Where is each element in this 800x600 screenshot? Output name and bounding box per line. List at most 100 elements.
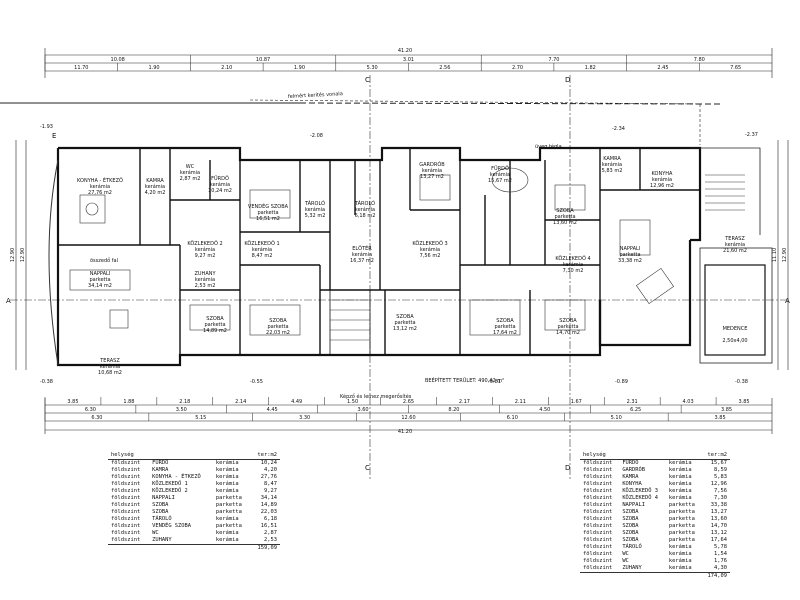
table-cell: földszint — [583, 537, 613, 543]
level-mark: -2.08 — [310, 133, 323, 139]
room-material: kerámia — [195, 246, 215, 253]
table-cell: parketta — [215, 502, 242, 508]
table-cell: parketta — [668, 509, 695, 515]
table-cell: földszint — [583, 544, 613, 550]
dimension-label: 3.01 — [403, 57, 414, 63]
overall-dim-bottom: 41.20 — [398, 429, 412, 435]
svg-text:C: C — [365, 464, 370, 472]
dimension-label: 4.50 — [539, 407, 550, 413]
dimension-label: 11.70 — [74, 65, 88, 71]
table-header: helység ter:m2 — [108, 452, 280, 460]
side-dim-right2: 12.90 — [782, 248, 788, 262]
table-total-row: 159,09 — [108, 544, 280, 552]
side-dimension-lines — [15, 140, 789, 370]
table-cell: földszint — [111, 467, 141, 473]
room-area: 33,38 m2 — [618, 258, 642, 264]
room-name: SZOBA — [396, 314, 414, 320]
room-name: SZOBA — [556, 208, 574, 214]
table-cell: földszint — [111, 474, 141, 480]
level-mark: -0.55 — [250, 379, 263, 385]
table-cell: kerámia — [215, 481, 239, 487]
table-cell: kerámia — [215, 474, 239, 480]
room-material: kerámia — [252, 246, 272, 253]
room-name: TÁROLÓ — [304, 200, 325, 207]
dimension-label: 2.45 — [657, 65, 668, 71]
terrace-right — [699, 247, 773, 364]
table-cell: földszint — [583, 467, 613, 473]
table-cell: 1,76 — [714, 558, 727, 564]
table-cell: parketta — [668, 516, 695, 522]
table-cell: SZOBA — [152, 502, 169, 508]
level-mark: -0.89 — [615, 379, 628, 385]
table-cell: földszint — [111, 502, 141, 508]
table-cell: parketta — [668, 523, 695, 529]
table-cell: GARDRÓB — [622, 467, 646, 473]
dimension-label: 1.88 — [123, 399, 134, 405]
table-cell: 7,56 — [714, 488, 727, 494]
table-total: 174,09 — [701, 572, 730, 580]
table-cell: kerámia — [215, 530, 239, 536]
table-total-row: 174,09 — [580, 572, 730, 580]
dimension-label: 6.25 — [630, 407, 641, 413]
svg-text:A: A — [6, 297, 11, 305]
table-cell: KÖZLEKEDŐ 2 — [152, 488, 188, 494]
table-cell: földszint — [111, 460, 141, 466]
side-dim-right: 11.10 — [772, 248, 778, 262]
table-cell: KONYHA - ÉTKEZŐ — [152, 474, 201, 480]
room-material: parketta — [394, 320, 415, 326]
room-material: kerámia — [490, 171, 510, 178]
room-area: 27,76 m2 — [88, 190, 112, 196]
table-cell: WC — [622, 558, 629, 564]
room-name: SZOBA — [559, 318, 577, 324]
room-name: KÖZLEKEDŐ 2 — [187, 240, 222, 247]
room-area: 10,68 m2 — [98, 370, 122, 376]
room-name: KONYHA - ÉTKEZŐ — [77, 176, 123, 184]
room-name: KONYHA — [652, 171, 673, 177]
room-name: KÖZLEKEDŐ 4 — [555, 255, 590, 262]
table-cell: VENDÉG SZOBA — [152, 523, 192, 529]
table-cell: kerámia — [668, 565, 692, 571]
dimension-label: 7.80 — [694, 57, 705, 63]
room-name: VENDÉG SZOBA — [248, 202, 289, 210]
table-cell: 17,64 — [710, 537, 727, 543]
base-note: Képző és lemez megerősítés — [340, 393, 412, 400]
table-cell: KAMRA — [152, 467, 169, 473]
room-area: 17,64 m2 — [493, 330, 517, 336]
dimension-label: 3.60 — [357, 407, 368, 413]
header-cell — [619, 452, 666, 460]
room-material: parketta — [267, 324, 288, 330]
table-cell: földszint — [111, 481, 141, 487]
table-cell: FÜRDŐ — [622, 460, 639, 466]
dimension-label: 3.85 — [721, 407, 732, 413]
table-cell: 13,60 — [710, 516, 727, 522]
room-area: 9,27 m2 — [195, 253, 216, 259]
dimension-label: 12.60 — [401, 415, 415, 421]
table-cell: KÖZLEKEDŐ 4 — [622, 495, 659, 501]
room-name: WC — [186, 164, 195, 170]
dimension-label: 2.18 — [179, 399, 190, 405]
table-cell: 13,12 — [710, 530, 727, 536]
dimension-label: 2.17 — [459, 399, 470, 405]
dimension-label: 2.31 — [627, 399, 638, 405]
table-cell: kerámia — [668, 467, 692, 473]
room-name: SZOBA — [269, 318, 287, 324]
dimension-label: 1.90 — [294, 65, 305, 71]
table-cell: SZOBA — [622, 537, 639, 543]
table-cell: KAMRA — [622, 474, 639, 480]
header-cell: helység — [108, 452, 150, 460]
table-cell: kerámia — [668, 460, 692, 466]
table-cell: 5,78 — [714, 544, 727, 550]
table-cell: földszint — [111, 537, 141, 543]
header-cell: helység — [580, 452, 620, 460]
